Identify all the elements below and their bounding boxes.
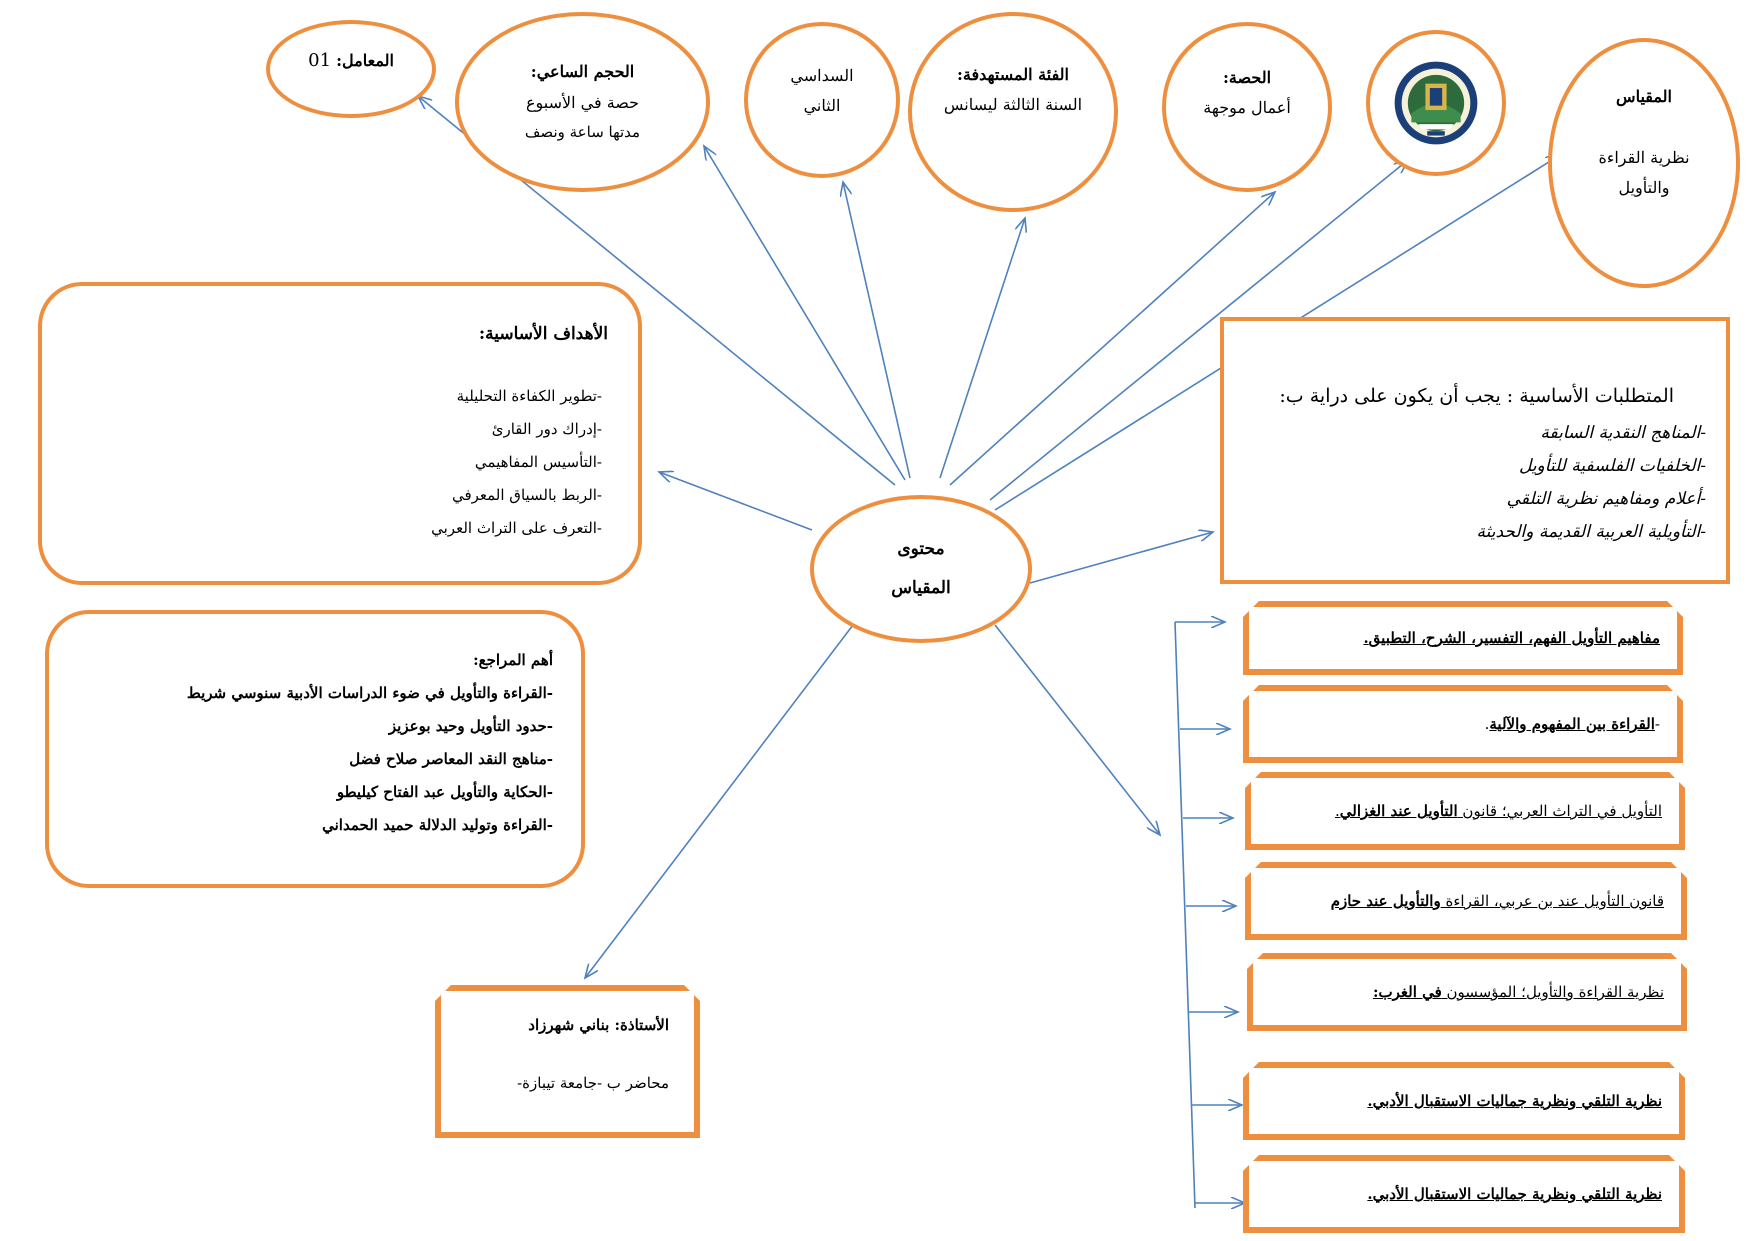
topic-text: قانون التأويل عند بن عربي، القراءة والتأ… — [1330, 892, 1664, 910]
requirements-box: المتطلبات الأساسية : يجب أن يكون على درا… — [1220, 317, 1730, 584]
reference-item: -حدود التأويل وحيد بوعزيز — [388, 717, 553, 735]
semester-line1: السداسي — [790, 65, 854, 85]
arrow-to-teacher — [585, 624, 854, 978]
topic-box-1: مفاهيم التأويل الفهم، التفسير، الشرح، ال… — [1243, 601, 1683, 675]
objective-item: -التعرف على التراث العربي — [431, 519, 602, 537]
topic-text: نظرية القراءة والتأويل؛ المؤسسون في الغر… — [1372, 983, 1664, 1001]
target-oval: الفئة المستهدفة: السنة الثالثة ليسانس — [908, 12, 1118, 212]
coefficient-oval: المعامل: 01 — [266, 20, 436, 118]
teacher-title: الأستاذة: بناني شهرزاد — [528, 1016, 669, 1034]
requirement-item: -المناهج النقدية السابقة — [1540, 423, 1706, 443]
requirements-title: المتطلبات الأساسية : يجب أن يكون على درا… — [1279, 385, 1674, 407]
session-oval: الحصة: أعمال موجهة — [1162, 22, 1332, 192]
references-list: أهم المراجع: -القراءة والتأويل في ضوء ال… — [187, 644, 553, 842]
arrow-to-objectives — [659, 472, 813, 531]
reference-item: -القراءة والتأويل في ضوء الدراسات الأدبي… — [186, 684, 553, 702]
center-line1: محتوى — [897, 538, 945, 559]
session-value: أعمال موجهة — [1203, 98, 1291, 117]
reference-item: -القراءة وتوليد الدلالة حميد الحمداني — [322, 816, 553, 834]
target-value: السنة الثالثة ليسانس — [943, 95, 1083, 114]
objective-item: -الربط بالسياق المعرفي — [451, 486, 602, 504]
objective-item: -إدراك دور القارئ — [491, 420, 602, 438]
coefficient-value: 01 — [308, 49, 332, 71]
teacher-role: محاضر ب -جامعة تيبازة- — [517, 1074, 669, 1092]
hours-title: الحجم الساعي: — [530, 62, 635, 82]
topic-text: نظرية التلقي ونظرية جماليات الاستقبال ال… — [1367, 1092, 1662, 1110]
objective-item: -التأسيس المفاهيمي — [474, 453, 602, 471]
course-title: المقياس — [1616, 87, 1672, 107]
arrow-to-topics — [994, 624, 1160, 835]
arrow-to-semester — [843, 182, 911, 479]
requirements-list: -المناهج النقدية السابقة -الخلفيات الفلس… — [1476, 417, 1706, 550]
course-line1: نظرية القراءة — [1598, 147, 1690, 167]
topic-box-5: نظرية القراءة والتأويل؛ المؤسسون في الغر… — [1247, 953, 1687, 1031]
target-title: الفئة المستهدفة: — [957, 64, 1069, 84]
objectives-list: -تطوير الكفاءة التحليلية -إدراك دور القا… — [431, 380, 602, 545]
logo-oval — [1366, 30, 1506, 176]
requirement-item: -أعلام ومفاهيم نظرية التلقي — [1506, 489, 1706, 510]
topic-text: -القراءة بين المفهوم والآلية. — [1484, 715, 1660, 733]
teacher-box: الأستاذة: بناني شهرزاد محاضر ب -جامعة تي… — [435, 985, 700, 1138]
arrow-to-hours — [704, 146, 906, 481]
hours-oval: الحجم الساعي: حصة في الأسبوع مدتها ساعة … — [455, 12, 710, 192]
objectives-box: الأهداف الأساسية: -تطوير الكفاءة التحليل… — [38, 282, 642, 585]
arrow-to-requirements — [1029, 532, 1213, 584]
coefficient-label: المعامل: — [336, 50, 394, 70]
semester-line2: الثاني — [803, 96, 841, 115]
university-seal-icon — [1394, 61, 1478, 145]
requirement-item: -الخلفيات الفلسفية للتأويل — [1518, 456, 1706, 477]
topic-box-7: نظرية التلقي ونظرية جماليات الاستقبال ال… — [1243, 1155, 1685, 1233]
reference-item: -مناهج النقد المعاصر صلاح فضل — [349, 750, 553, 768]
semester-oval: السداسي الثاني — [744, 22, 900, 178]
topic-box-3: التأويل في التراث العربي؛ قانون التأويل … — [1245, 772, 1685, 850]
objective-item: -تطوير الكفاءة التحليلية — [456, 387, 602, 405]
course-oval: المقياس نظرية القراءة والتأويل — [1548, 38, 1740, 288]
references-box: أهم المراجع: -القراءة والتأويل في ضوء ال… — [45, 610, 585, 888]
center-oval: محتوى المقياس — [810, 495, 1032, 643]
references-title: أهم المراجع: — [473, 651, 553, 669]
course-line2: والتأويل — [1618, 178, 1670, 198]
topic-box-2: -القراءة بين المفهوم والآلية. — [1243, 685, 1683, 763]
topic-box-6: نظرية التلقي ونظرية جماليات الاستقبال ال… — [1243, 1062, 1685, 1140]
topics-trunk — [1174, 621, 1196, 1209]
objectives-title: الأهداف الأساسية: — [478, 324, 608, 344]
topic-text: مفاهيم التأويل الفهم، التفسير، الشرح، ال… — [1363, 629, 1660, 647]
reference-item: -الحكاية والتأويل عبد الفتاح كيليطو — [336, 783, 553, 801]
topic-text: التأويل في التراث العربي؛ قانون التأويل … — [1334, 802, 1662, 820]
topic-box-4: قانون التأويل عند بن عربي، القراءة والتأ… — [1245, 862, 1687, 940]
hours-line1: حصة في الأسبوع — [525, 92, 640, 112]
topic-text: نظرية التلقي ونظرية جماليات الاستقبال ال… — [1367, 1185, 1662, 1203]
arrow-to-target — [939, 218, 1025, 479]
hours-line2: مدتها ساعة ونصف — [524, 123, 641, 142]
requirement-item: -التأويلية العربية القديمة والحديثة — [1476, 522, 1706, 543]
session-title: الحصة: — [1223, 67, 1272, 87]
center-line2: المقياس — [891, 578, 951, 598]
